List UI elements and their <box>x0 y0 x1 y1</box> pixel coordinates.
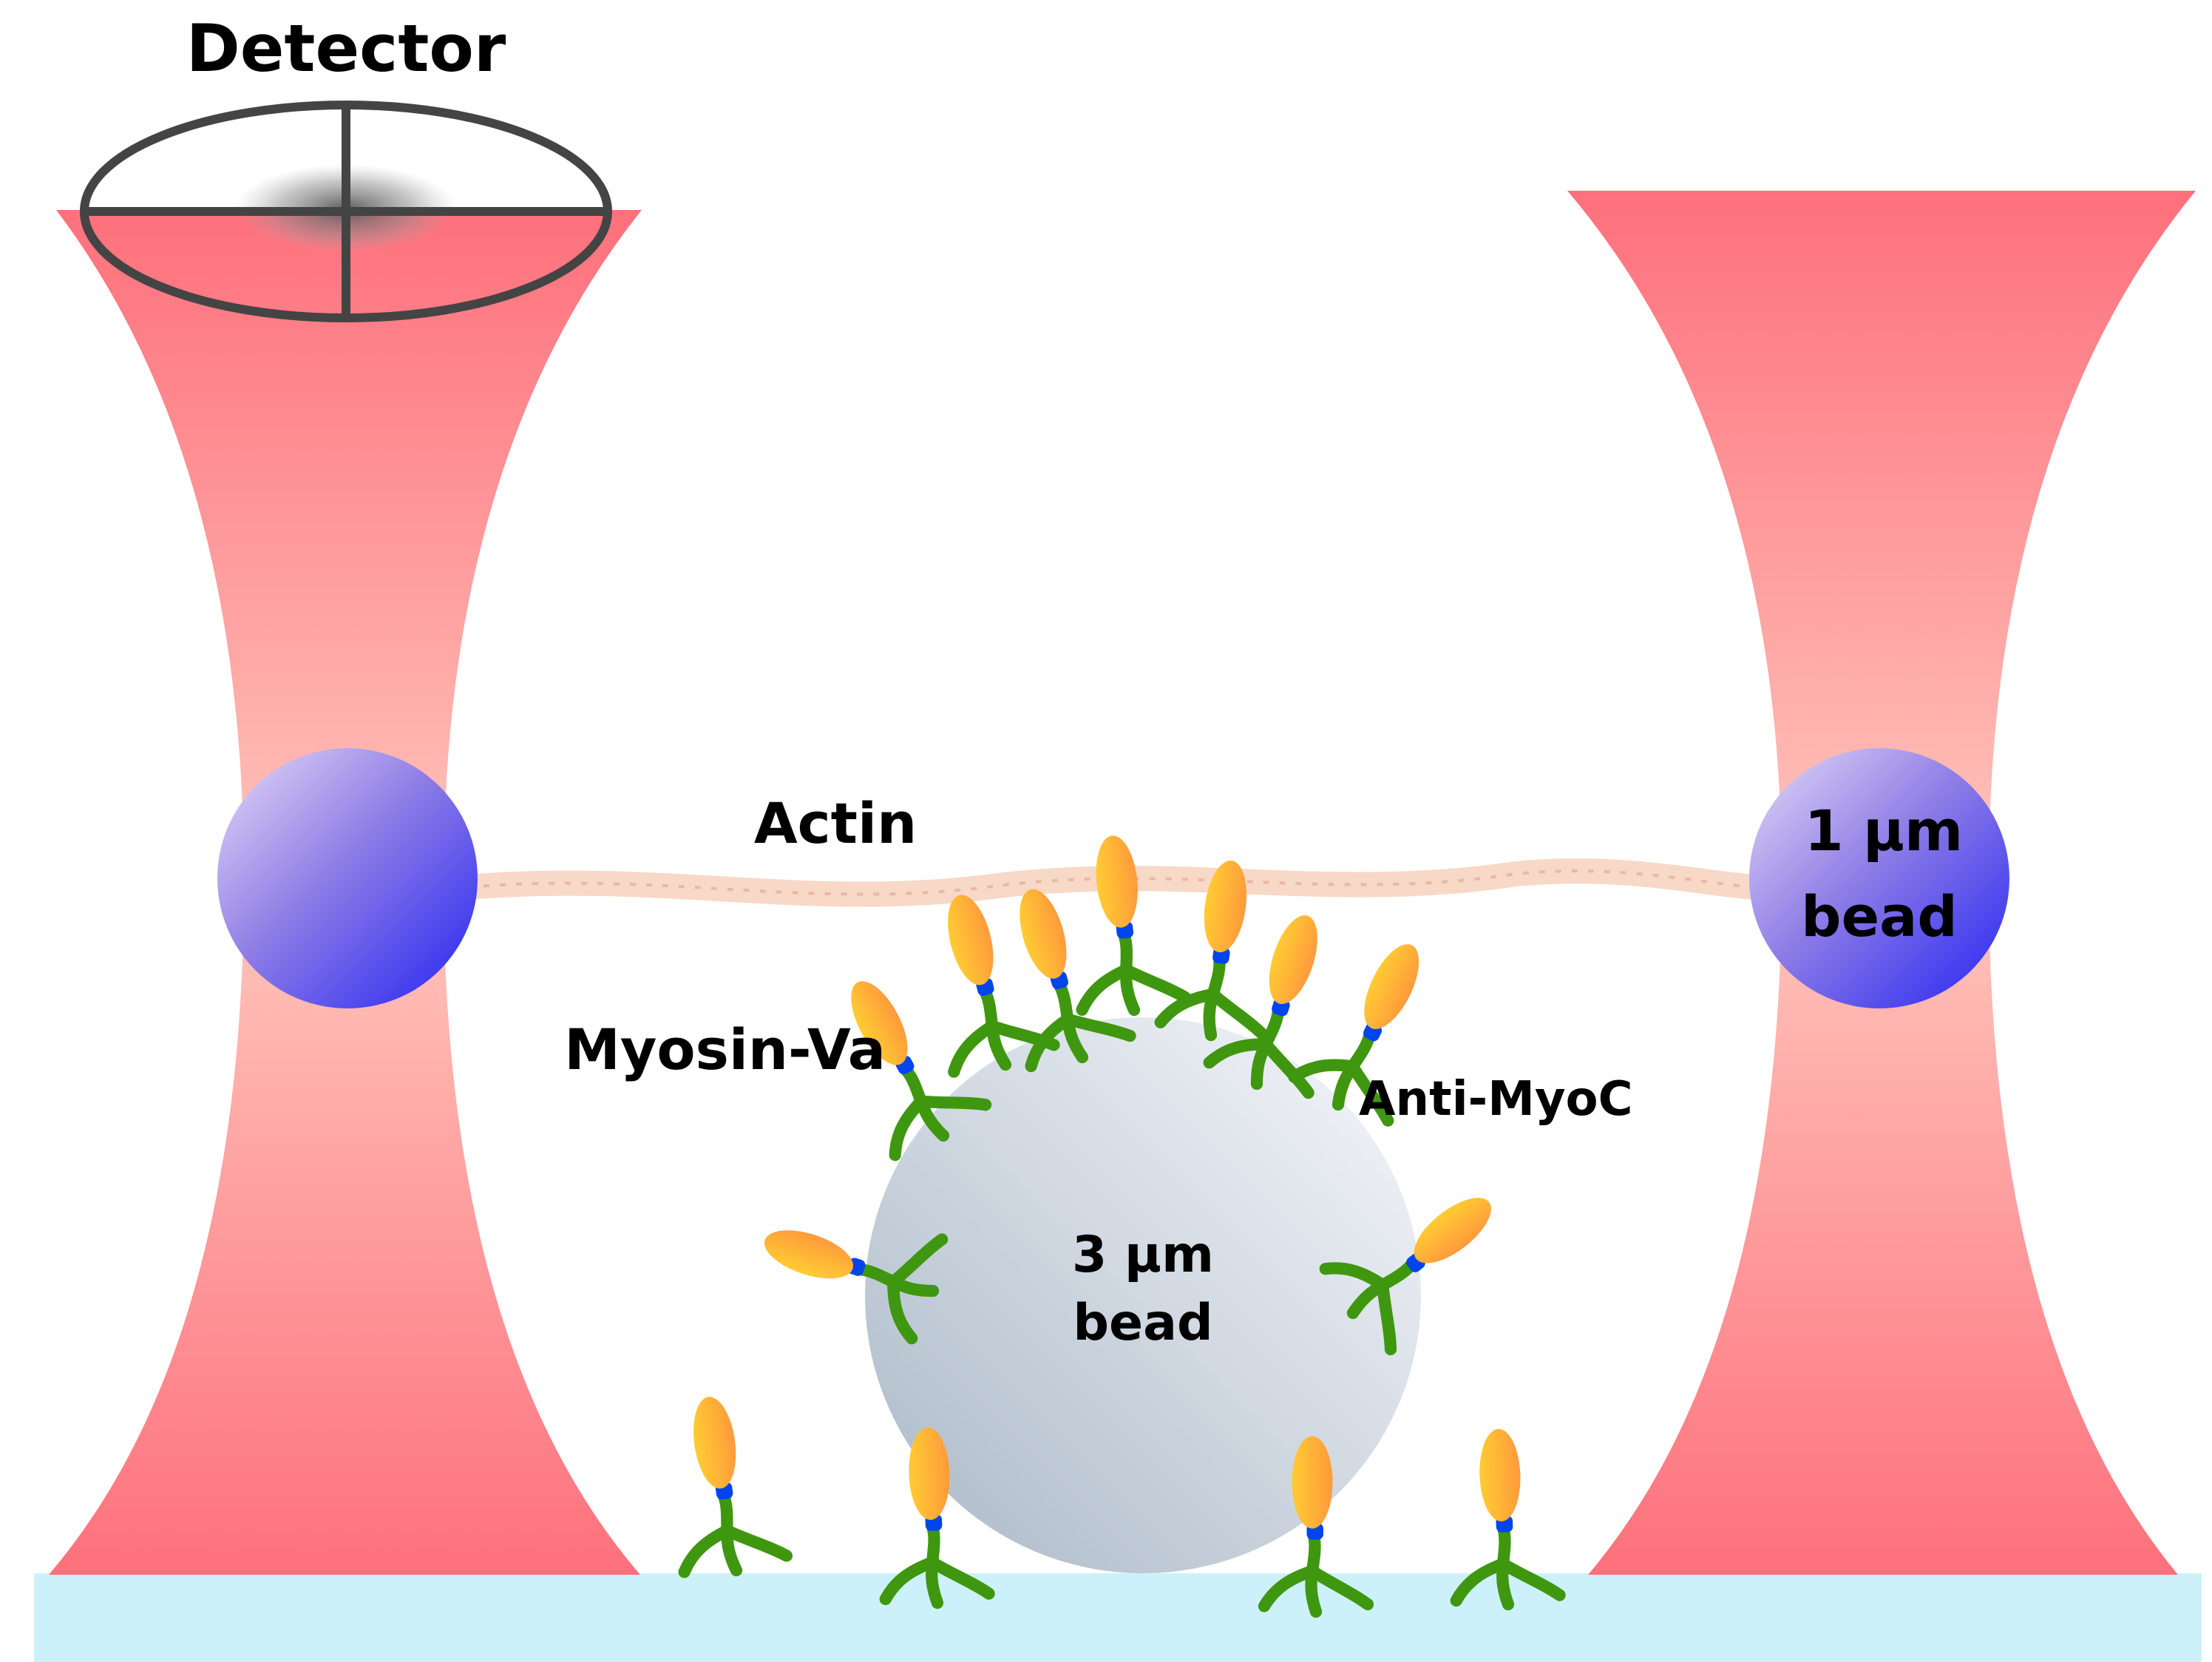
antibody-label: Anti-MyoC <box>1359 1072 1633 1127</box>
right-trapped-bead <box>1749 748 2009 1008</box>
detector-label: Detector <box>186 10 506 87</box>
motor-surface-4 <box>1451 1427 1560 1606</box>
large-bead-label-line2: bead <box>1073 1294 1212 1352</box>
motor-bead-4 <box>1065 830 1186 1015</box>
actin-filament <box>455 858 1784 907</box>
small-bead-label-line1: 1 µm <box>1805 798 1963 864</box>
actin-label: Actin <box>754 790 917 856</box>
coverslip <box>34 1573 2202 1662</box>
motor-surface-1 <box>661 1389 788 1578</box>
myosin-label: Myosin-Va <box>564 1017 886 1082</box>
small-bead-label-line2: bead <box>1801 883 1958 949</box>
large-bead-label-line1: 3 µm <box>1072 1226 1214 1284</box>
detector <box>80 101 612 322</box>
pedestal-bead <box>865 1017 1421 1573</box>
left-trapped-bead <box>217 748 478 1008</box>
